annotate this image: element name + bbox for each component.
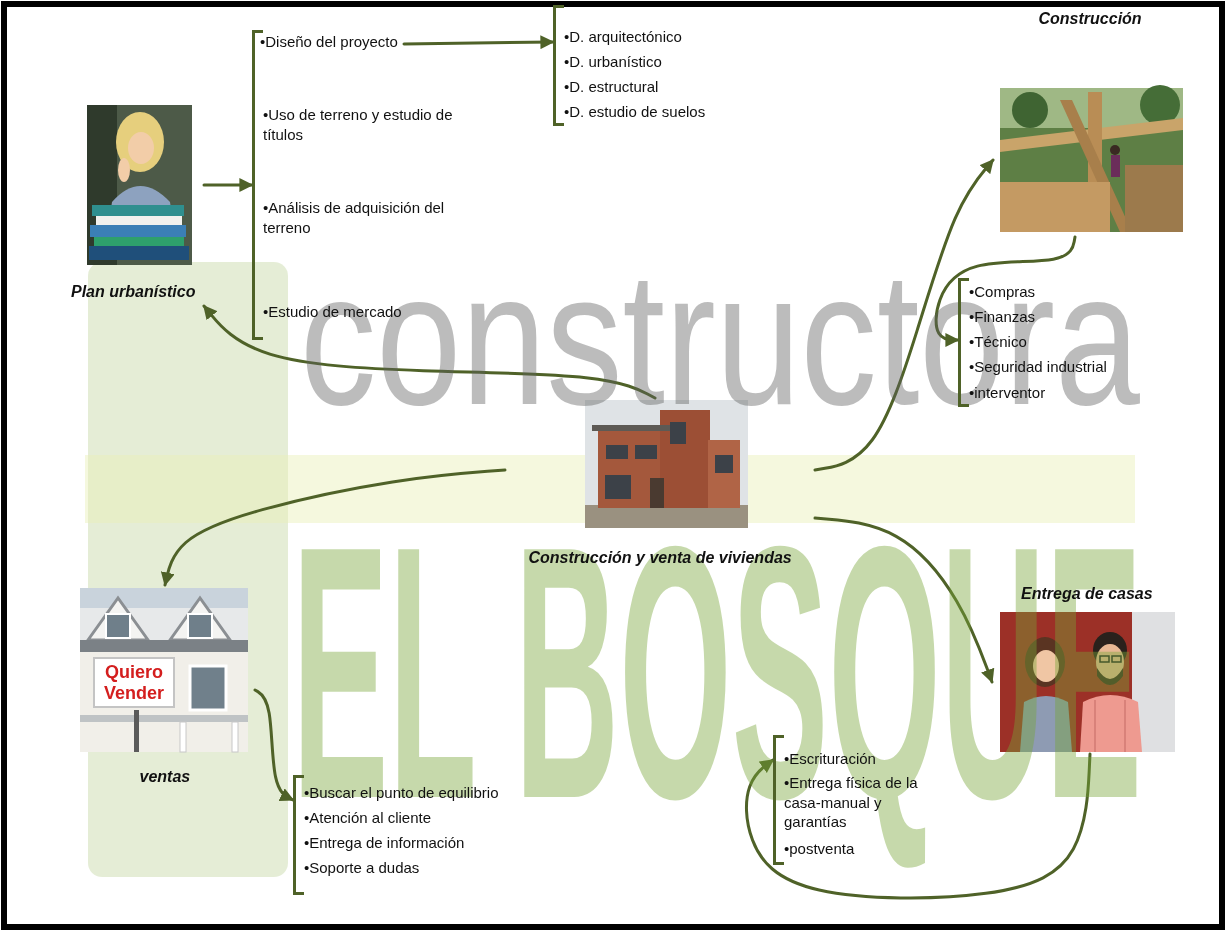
list-item-node: •Diseño del proyecto [260, 32, 404, 56]
photo-node: Quiero Vender ventas [75, 585, 255, 790]
list-item: •Compras [969, 282, 1035, 302]
connector-arrow [204, 184, 252, 187]
list-item: •Análisis de adquisición del terreno [263, 198, 468, 237]
construction-photo-part [1000, 182, 1110, 232]
student-photo-part [96, 216, 182, 225]
picture-frame [4, 4, 1222, 927]
list-item: •D. estudio de suelos [564, 102, 705, 122]
list-item: •D. urbanístico [564, 52, 662, 72]
sale-house-photo-part [80, 652, 248, 752]
list-item: •Atención al cliente [304, 808, 431, 828]
construction-photo [1000, 85, 1183, 232]
sale-house-photo-part [232, 722, 238, 752]
caption: Plan urbanístico [71, 282, 195, 301]
list-item: •Uso de terreno y estudio de títulos [263, 105, 468, 144]
list-item: •postventa [784, 839, 854, 859]
list-item: •Soporte a dudas [304, 858, 419, 878]
photo-node: Construcción [993, 5, 1187, 237]
house-photo-part [635, 445, 657, 459]
sale-house-photo-part [190, 666, 226, 710]
photo-node: Construcción y venta de viviendas [505, 398, 815, 573]
student-photo-part [89, 246, 189, 260]
student-photo [87, 105, 192, 265]
caption: Entrega de casas [1021, 584, 1153, 603]
sale-house-photo-part [80, 588, 248, 752]
sign-text: Quiero Vender [93, 657, 175, 708]
caption: Construcción y venta de viviendas [529, 548, 792, 567]
logo-watermark-part [88, 262, 288, 877]
bracket-list: •Escrituración •Entrega física de la casa… [773, 735, 963, 865]
bracket-list: •Compras •Finanzas •Técnico •Seguridad indu… [958, 278, 1158, 407]
list-item: •Estudio de mercado [263, 302, 468, 322]
house-photo-part [606, 445, 628, 459]
sale-house-photo-part [134, 710, 139, 752]
house-photo-part [715, 455, 733, 473]
bracket-list: •Buscar el punto de equilibrio •Atención … [293, 775, 528, 895]
sale-house-photo-part [80, 715, 248, 722]
list-item: •D. estructural [564, 77, 658, 97]
list-item: •Buscar el punto de equilibrio [304, 783, 499, 803]
list-item: •Finanzas [969, 307, 1035, 327]
list-item: •Técnico [969, 332, 1027, 352]
sale-house-photo-part [80, 588, 248, 608]
sale-house-photo-part [170, 598, 230, 640]
construction-photo-part [1012, 92, 1048, 128]
student-photo-part [92, 205, 184, 216]
list-item: •Seguridad industrial [969, 357, 1107, 377]
sale-house-photo-part [80, 640, 248, 652]
sale-house-photo-part [188, 614, 212, 638]
student-photo-part [94, 237, 184, 246]
list-item: •Escrituración [784, 749, 876, 769]
list-item: •Entrega física de la casa-manual y gara… [784, 773, 936, 832]
construction-photo-part [1140, 85, 1180, 125]
student-photo-part [90, 225, 186, 237]
construction-photo-part [1111, 155, 1120, 177]
list-item: •Diseño del proyecto [260, 32, 398, 52]
connector-arrow [404, 42, 553, 44]
student-photo-part [87, 105, 192, 265]
student-photo-part [118, 158, 130, 182]
photo-node: Entrega de casas [992, 582, 1182, 754]
student-photo-part [128, 132, 154, 164]
bracket-list: •Uso de terreno y estudio de títulos •Aná… [252, 30, 474, 340]
bracket-list: •D. arquitectónico •D. urbanístico •D. est… [553, 5, 733, 126]
sale-house-photo-part [180, 722, 186, 752]
caption: Construcción [1039, 9, 1142, 28]
list-item: •interventor [969, 383, 1045, 403]
list-item: •D. arquitectónico [564, 27, 682, 47]
sale-house-photo-part [88, 598, 148, 640]
construction-photo-part [1110, 145, 1120, 155]
list-item: •Entrega de información [304, 833, 464, 853]
construction-photo-part [1125, 165, 1183, 232]
sale-house-photo [80, 588, 248, 752]
photo-node: Plan urbanístico [62, 100, 204, 315]
sale-house-photo-part [106, 614, 130, 638]
connector-arrow [255, 690, 293, 800]
caption: ventas [140, 767, 191, 786]
